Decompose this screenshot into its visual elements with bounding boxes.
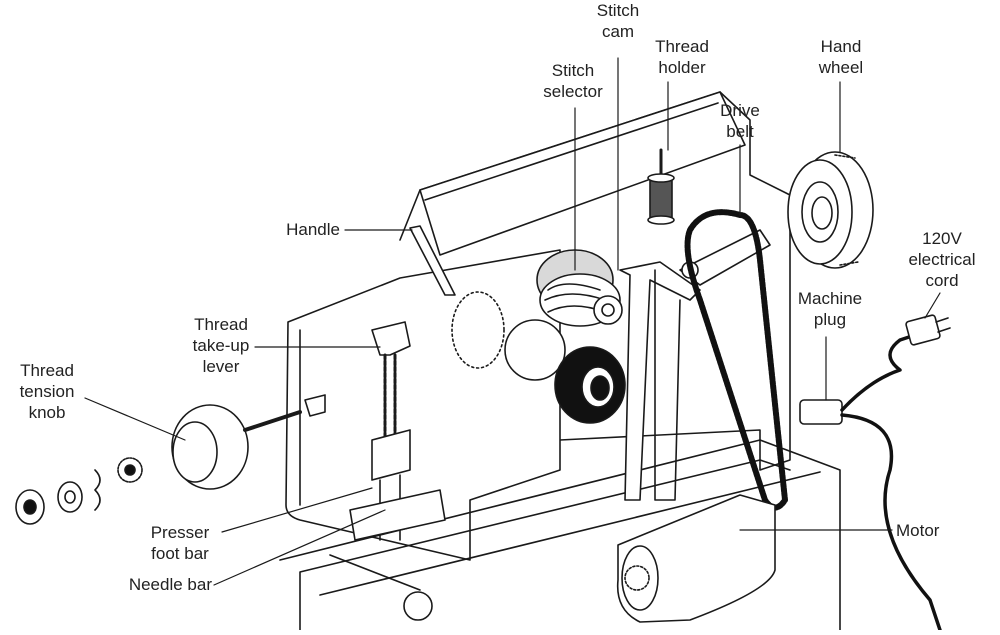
label-stitch-cam: Stitch cam — [585, 0, 651, 42]
label-thread-holder: Thread holder — [642, 36, 722, 78]
label-line: Stitch — [596, 1, 640, 20]
label-line: electrical — [908, 250, 976, 269]
label-line: plug — [813, 310, 847, 329]
label-line: Presser — [150, 523, 210, 542]
label-line: cord — [925, 271, 959, 290]
leader-lines — [84, 57, 941, 586]
top-cover — [419, 91, 746, 256]
label-line: Needle bar — [128, 575, 212, 594]
label-line: Motor — [896, 521, 940, 540]
label-line: Hand — [820, 37, 862, 56]
leader-presser-foot-bar — [221, 487, 373, 533]
label-line: Thread — [655, 37, 709, 56]
label-needle-bar: Needle bar — [100, 574, 212, 595]
label-line: selector — [543, 82, 603, 101]
label-line: Machine — [797, 289, 863, 308]
main-housing — [285, 249, 561, 561]
label-line: wheel — [818, 58, 864, 77]
label-line: lever — [202, 357, 240, 376]
thread-holder-spool — [647, 148, 675, 225]
label-drive-belt: Drive belt — [712, 100, 768, 142]
label-tension-knob: Thread tension knob — [10, 360, 84, 423]
label-cord: 120V electrical cord — [896, 228, 988, 291]
hand-wheel — [787, 151, 874, 269]
leader-needle-bar — [213, 509, 386, 586]
label-stitch-selector: Stitch selector — [530, 60, 616, 102]
drive-belt — [684, 209, 788, 511]
label-line: Thread — [20, 361, 74, 380]
plug-and-cord — [799, 314, 951, 632]
label-take-up-lever: Thread take-up lever — [178, 314, 264, 377]
label-line: tension — [19, 382, 75, 401]
linkage-arm — [619, 261, 701, 501]
handle-bar — [409, 225, 456, 296]
label-hand-wheel: Hand wheel — [806, 36, 876, 78]
label-line: cam — [601, 22, 635, 41]
bobbin-assembly — [504, 319, 626, 424]
label-motor: Motor — [896, 520, 966, 541]
tension-knob-exploded — [15, 394, 326, 525]
leader-tension-knob — [84, 397, 186, 441]
machine-base — [279, 439, 841, 631]
label-line: Handle — [286, 220, 340, 239]
label-line: take-up — [192, 336, 250, 355]
needle-presser-assembly — [329, 321, 446, 621]
label-machine-plug: Machine plug — [792, 288, 868, 330]
dotted-gear — [451, 291, 505, 369]
label-line: Drive — [720, 101, 760, 120]
label-line: 120V — [922, 229, 962, 248]
label-handle: Handle — [260, 219, 340, 240]
label-line: Stitch — [551, 61, 595, 80]
stitch-cam-stack — [536, 249, 623, 327]
label-line: Thread — [194, 315, 248, 334]
label-line: belt — [726, 122, 754, 141]
label-line: holder — [658, 58, 706, 77]
label-presser-foot-bar: Presser foot bar — [140, 522, 220, 564]
motor-body — [616, 494, 776, 623]
leader-cord — [924, 292, 941, 319]
label-line: foot bar — [151, 544, 209, 563]
label-line: knob — [28, 403, 66, 422]
